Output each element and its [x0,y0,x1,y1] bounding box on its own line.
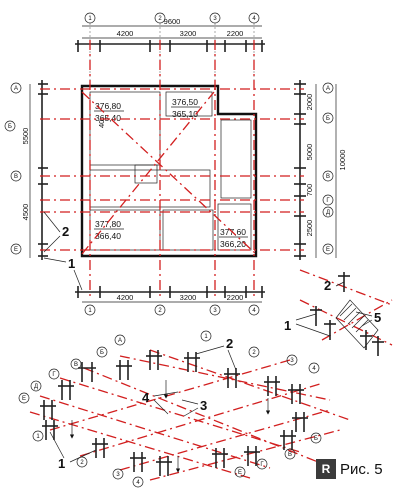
wall-thickness-label: 40 [97,120,106,128]
iso-bubble-1-top: 1 [204,334,208,340]
callout-1-detail: 1 [284,318,291,333]
top-batter-boards [75,40,265,52]
iso-bubble-V: В [74,362,78,368]
iso-bubble-3-bottom: 3 [116,472,120,478]
iso-bubble-4-bottom: 4 [136,480,140,486]
axis-bubble-B-right: Б [326,116,330,122]
axis-bubble-1-top: 1 [88,16,92,22]
axis-bubble-2-top: 2 [158,16,162,22]
iso-bubble-B: Б [100,350,104,356]
axis-bubble-A-left: А [14,86,18,92]
callout-1-iso: 1 [58,456,65,471]
callout-2-plan: 2 [62,224,69,239]
room-level-3-bottom: 366,40 [95,231,121,241]
iso-bubble-A: А [118,338,122,344]
iso-bubble-B-right: Б [314,436,318,442]
bottom-batter-boards [75,286,265,298]
axis-bubble-V-right: В [326,174,330,180]
iso-bubble-G-right: Г [260,462,264,468]
iso-axis-bubbles: А Б В Г Д Е 1 2 3 4 1 2 3 4 Б В Г Е [18,330,322,488]
dim-right-span-3: 700 [305,184,314,197]
publisher-logo-icon: R [316,459,336,479]
dim-left-span-2: 4500 [21,204,30,221]
axis-bubble-A-right: А [326,86,330,92]
iso-bubble-E-right: Е [238,470,242,476]
dim-top-span-1: 4200 [117,29,134,38]
axis-bubble-3-top: 3 [213,16,217,22]
iso-callouts: 2 4 3 1 [49,336,237,471]
iso-bubble-V-right: В [288,452,292,458]
callout-5-detail: 5 [374,310,381,325]
left-axis-bubbles: А Б В Е [4,82,22,255]
axis-bubble-3-bottom: 3 [213,308,217,314]
detail-view: 2 1 5 [284,269,393,356]
room-level-1-bottom: 365,40 [95,113,121,123]
right-axis-bubbles: А Б В Г Д Е [322,82,334,255]
isometric-view: А Б В Г Д Е 1 2 3 4 1 2 3 4 Б В Г Е 2 4 … [18,330,351,488]
dim-right-span-4: 2500 [305,220,314,237]
axis-bubble-V-left: В [14,174,18,180]
callout-4-iso: 4 [142,390,150,405]
axis-bubble-B-left: Б [8,124,12,130]
dim-bottom-span-1: 4200 [117,293,134,302]
dim-bottom-span-2: 3200 [180,293,197,302]
iso-bubble-D: Д [34,384,38,390]
callout-1-plan: 1 [68,256,75,271]
bottom-axis-bubbles: 1 2 3 4 [84,304,260,316]
plan-axis-lines [40,40,304,300]
axis-bubble-D-right: Д [326,210,330,216]
iso-plumb-arrows [69,380,271,473]
left-batter-boards [38,80,48,260]
iso-bubble-4-top: 4 [312,366,316,372]
callout-3-iso: 3 [200,398,207,413]
axis-bubble-G-right: Г [326,198,330,204]
room-level-2-bottom: 365,10 [172,109,198,119]
axis-bubble-E-left: Е [14,247,18,253]
dim-right-span-1: 2000 [305,94,314,111]
iso-batter-boards [40,350,308,476]
room-level-2-top: 376,50 [172,97,198,107]
axis-bubble-4-top: 4 [252,16,256,22]
iso-bubble-E: Е [22,396,26,402]
room-level-4-bottom: 366,20 [220,239,246,249]
callout-2-detail: 2 [324,278,331,293]
dim-right-span-2: 5000 [305,144,314,161]
axis-bubble-2-bottom: 2 [158,308,162,314]
dim-top-span-3: 2200 [227,29,244,38]
axis-bubble-1-bottom: 1 [88,308,92,314]
dim-left-span-1: 5500 [21,128,30,145]
dim-overall-right: 10000 [338,150,347,171]
iso-axis-lines [29,349,351,481]
axis-bubble-E-right: Е [326,247,330,253]
right-batter-boards [294,80,306,260]
plan-view: 1 2 3 4 9600 4200 3200 2200 [4,12,347,316]
room-level-3-top: 377,80 [95,219,121,229]
iso-bubble-3-top: 3 [290,358,294,364]
room-level-1-top: 376,80 [95,101,121,111]
dim-overall-top: 9600 [164,17,181,26]
dim-bottom-span-3: 2200 [227,293,244,302]
figure-caption: Рис. 5 [340,461,383,478]
iso-bubble-2-top: 2 [252,350,256,356]
iso-bubble-G: Г [52,372,56,378]
iso-bubble-2-bottom: 2 [80,460,84,466]
callout-2-iso: 2 [226,336,233,351]
axis-bubble-4-bottom: 4 [252,308,256,314]
dim-top-span-2: 3200 [180,29,197,38]
iso-bubble-1-bottom: 1 [36,434,40,440]
